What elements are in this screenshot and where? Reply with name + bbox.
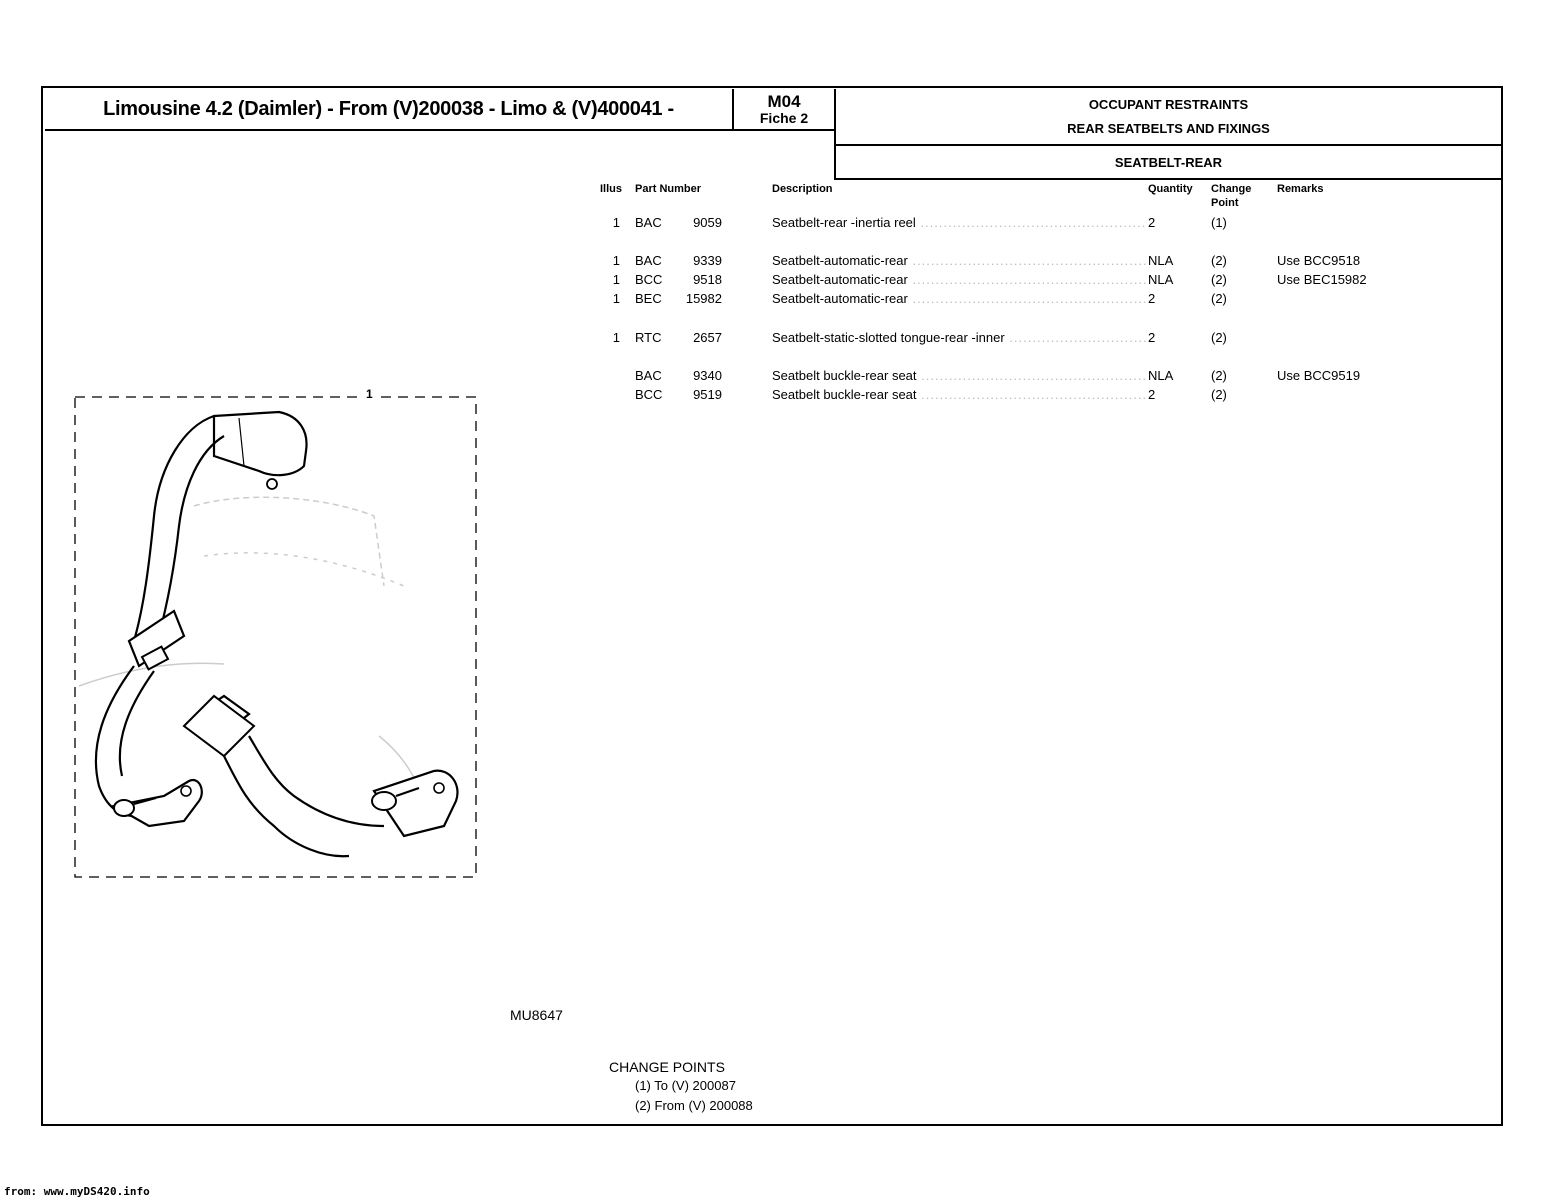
part-number: 9059	[693, 215, 722, 230]
part-quantity: 2	[1148, 387, 1156, 402]
part-description: Seatbelt-automatic-rear	[772, 272, 1147, 287]
part-description: Seatbelt buckle-rear seat	[772, 368, 1147, 383]
page-frame	[41, 86, 1503, 1126]
table-row: 1 RTC 2657 Seatbelt-static-slotted tongu…	[0, 330, 1550, 349]
illus-number: 1	[612, 291, 620, 306]
col-remarks: Remarks	[1277, 183, 1324, 195]
col-change-point-line2: Point	[1211, 197, 1239, 209]
part-description: Seatbelt-rear -inertia reel	[772, 215, 1147, 230]
part-number: 9340	[693, 368, 722, 383]
part-prefix: BEC	[635, 291, 662, 306]
source-footer: from: www.myDS420.info	[4, 1185, 150, 1198]
part-quantity: NLA	[1148, 253, 1174, 268]
part-quantity: 2	[1148, 215, 1156, 230]
group-title: OCCUPANT RESTRAINTS	[1088, 97, 1249, 113]
part-change-point: (1)	[1211, 215, 1227, 230]
subgroup-title: REAR SEATBELTS AND FIXINGS	[1067, 120, 1270, 136]
table-row: BAC 9340 Seatbelt buckle-rear seat NLA (…	[0, 368, 1550, 387]
part-number: 9339	[693, 253, 722, 268]
illus-number: 1	[612, 215, 620, 230]
illus-number: 1	[612, 272, 620, 287]
part-prefix: BAC	[635, 368, 662, 383]
illus-number: 1	[612, 330, 620, 345]
part-change-point: (2)	[1211, 330, 1227, 345]
part-quantity: 2	[1148, 291, 1156, 306]
part-quantity: 2	[1148, 330, 1156, 345]
col-change-point: Change Point	[1211, 182, 1251, 210]
figure-reference: MU8647	[510, 1007, 563, 1023]
illustration-callout: 1	[363, 387, 376, 401]
part-number: 9519	[693, 387, 722, 402]
part-description: Seatbelt-automatic-rear	[772, 291, 1147, 306]
part-quantity: NLA	[1148, 272, 1174, 287]
table-row: 1 BCC 9518 Seatbelt-automatic-rear NLA (…	[0, 272, 1550, 291]
part-remarks: Use BCC9519	[1277, 368, 1361, 383]
part-number: 2657	[693, 330, 722, 345]
col-part-number: Part Number	[635, 183, 702, 195]
table-row: 1 BAC 9059 Seatbelt-rear -inertia reel 2…	[0, 215, 1550, 234]
part-remarks: Use BEC15982	[1277, 272, 1367, 287]
part-prefix: BAC	[635, 215, 662, 230]
section-title: SEATBELT-REAR	[834, 146, 1501, 180]
fiche-code-box: M04 Fiche 2	[734, 89, 834, 131]
part-description: Seatbelt-static-slotted tongue-rear -inn…	[772, 330, 1147, 345]
illus-number: 1	[612, 253, 620, 268]
part-number: 15982	[685, 291, 722, 306]
change-point-item: (1) To (V) 200087	[635, 1078, 736, 1093]
part-prefix: BCC	[635, 272, 663, 287]
change-point-item: (2) From (V) 200088	[635, 1098, 753, 1113]
part-change-point: (2)	[1211, 272, 1227, 287]
part-prefix: BCC	[635, 387, 663, 402]
fiche-number: Fiche 2	[759, 109, 809, 126]
part-change-point: (2)	[1211, 368, 1227, 383]
table-row: 1 BAC 9339 Seatbelt-automatic-rear NLA (…	[0, 253, 1550, 272]
col-change-point-line1: Change	[1211, 183, 1252, 195]
part-prefix: BAC	[635, 253, 662, 268]
group-box: OCCUPANT RESTRAINTS REAR SEATBELTS AND F…	[834, 89, 1501, 146]
table-row: BCC 9519 Seatbelt buckle-rear seat 2 (2)	[0, 387, 1550, 406]
part-change-point: (2)	[1211, 253, 1227, 268]
part-quantity: NLA	[1148, 368, 1174, 383]
table-row: 1 BEC 15982 Seatbelt-automatic-rear 2 (2…	[0, 291, 1550, 310]
part-prefix: RTC	[635, 330, 662, 345]
section-code: M04	[767, 91, 801, 111]
change-points-title: CHANGE POINTS	[609, 1059, 725, 1075]
part-description: Seatbelt-automatic-rear	[772, 253, 1147, 268]
part-change-point: (2)	[1211, 387, 1227, 402]
col-description: Description	[772, 183, 833, 195]
seatbelt-illustration	[74, 396, 477, 878]
part-change-point: (2)	[1211, 291, 1227, 306]
part-remarks: Use BCC9518	[1277, 253, 1361, 268]
part-number: 9518	[693, 272, 722, 287]
col-quantity: Quantity	[1148, 183, 1193, 195]
col-illus: Illus	[600, 183, 623, 195]
part-description: Seatbelt buckle-rear seat	[772, 387, 1147, 402]
vehicle-title: Limousine 4.2 (Daimler) - From (V)200038…	[45, 89, 734, 131]
